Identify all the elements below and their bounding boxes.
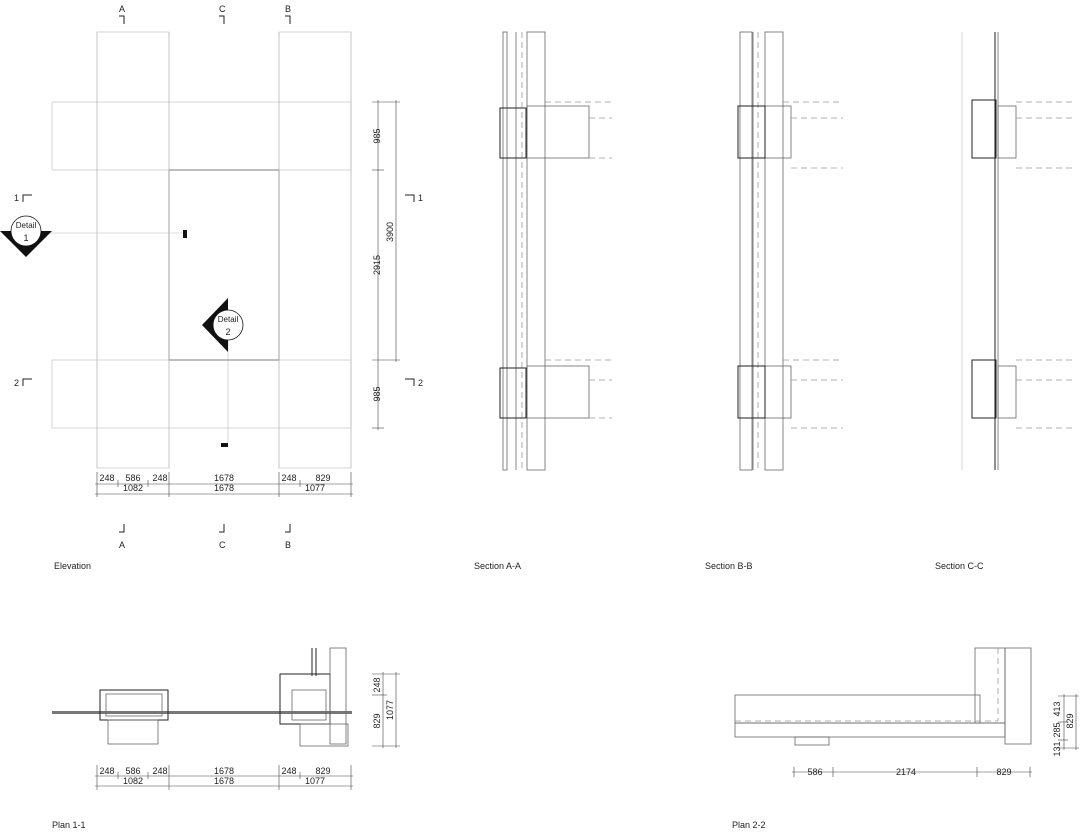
plan11-vdim-1077: 1077 [385, 700, 395, 720]
section-mark-bottom-c: C [219, 540, 226, 550]
plan22-dim-586: 586 [807, 767, 822, 777]
plan22-vdim-285: 285 [1052, 722, 1062, 737]
section-b-b-view: Section B-B [705, 31, 843, 571]
detail-callout-1: Detail 1 [0, 215, 52, 257]
elev-dim-1082: 1082 [123, 483, 143, 493]
plan11-dim-248-c: 248 [281, 766, 296, 776]
plan11-dim-1082: 1082 [123, 776, 143, 786]
plan11-vdim-248: 248 [372, 677, 382, 692]
elev-dim-1678-total: 1678 [214, 483, 234, 493]
section-mark-top-b: B [285, 4, 291, 14]
plan-mark-1-right: 1 [418, 193, 423, 203]
detail-1-word: Detail [16, 221, 37, 230]
elev-vdim-3900: 3900 [385, 222, 395, 242]
elev-vdim-2915: 2915 [372, 255, 382, 275]
plan-mark-2: 2 [14, 378, 19, 388]
detail-2-number: 2 [225, 327, 230, 337]
section-c-c-view: Section C-C [935, 32, 1076, 571]
plan-2-2-view: 586 2174 829 131 285 413 829 Plan 2-2 [732, 647, 1079, 830]
elev-dim-1077: 1077 [305, 483, 325, 493]
plan-1-1-caption: Plan 1-1 [52, 820, 86, 830]
plan22-dim-2174: 2174 [896, 767, 916, 777]
plan11-dim-829: 829 [315, 766, 330, 776]
plan11-dim-586: 586 [125, 766, 140, 776]
section-mark-bottom-b: B [285, 540, 291, 550]
plan22-vdim-829: 829 [1065, 713, 1075, 728]
section-a-a-view: Section A-A [474, 31, 612, 571]
section-mark-bottom-a: A [119, 540, 125, 550]
plan22-vdim-413: 413 [1052, 701, 1062, 716]
detail-2-word: Detail [218, 315, 239, 324]
plan-mark-2-right: 2 [418, 378, 423, 388]
plan11-dim-1678: 1678 [214, 766, 234, 776]
elev-dim-829: 829 [315, 473, 330, 483]
elev-dim-1678: 1678 [214, 473, 234, 483]
brick-pier-left [96, 31, 170, 469]
section-mark-top-a: A [119, 4, 125, 14]
elev-dim-586: 586 [125, 473, 140, 483]
section-mark-top-c: C [219, 4, 226, 14]
elevation-caption: Elevation [54, 561, 91, 571]
brick-pier-right [278, 31, 352, 469]
detail-callout-2: Detail 2 [202, 298, 244, 352]
plan22-dim-829: 829 [996, 767, 1011, 777]
elev-vdim-985-top: 985 [372, 128, 382, 143]
plan-2-2-caption: Plan 2-2 [732, 820, 766, 830]
plan11-dim-1077: 1077 [305, 776, 325, 786]
elev-vdim-985-bottom: 985 [372, 386, 382, 401]
elev-dim-248-a: 248 [99, 473, 114, 483]
plan22-vdim-131: 131 [1052, 741, 1062, 756]
elev-dim-248-b: 248 [152, 473, 167, 483]
plan11-dim-248-b: 248 [152, 766, 167, 776]
plan11-vdim-829: 829 [372, 713, 382, 728]
section-a-caption: Section A-A [474, 561, 521, 571]
detail-1-number: 1 [23, 233, 28, 243]
plan11-dim-248-a: 248 [99, 766, 114, 776]
elevation-view: A C B A C B 1 2 1 2 Detail 1 D [0, 4, 423, 571]
plan-1-1-view: 248 586 248 1678 248 829 1082 1678 1077 … [52, 647, 400, 830]
section-c-caption: Section C-C [935, 561, 984, 571]
plan11-dim-1678-total: 1678 [214, 776, 234, 786]
section-b-caption: Section B-B [705, 561, 753, 571]
plan-mark-1: 1 [14, 193, 19, 203]
elev-dim-248-c: 248 [281, 473, 296, 483]
